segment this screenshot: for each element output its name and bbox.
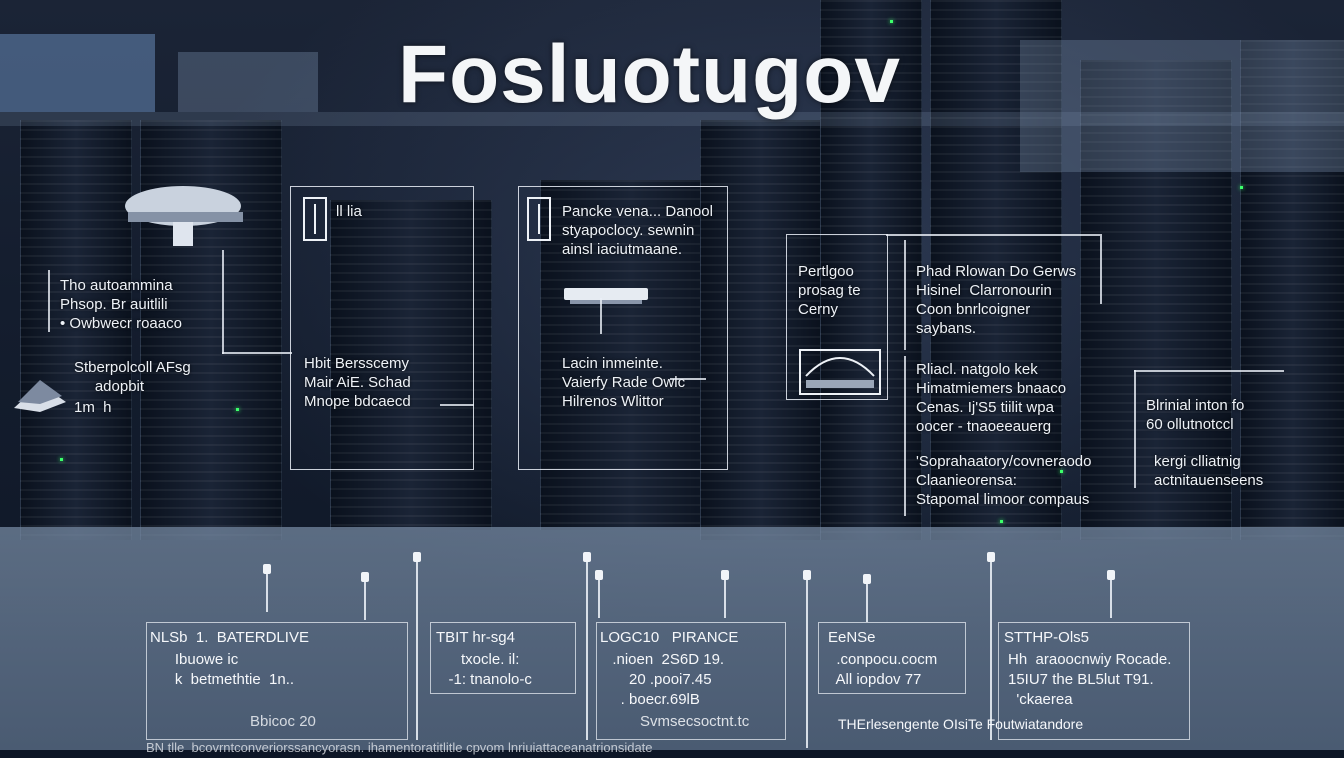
spec-card-1-body: Ibuowe ic k betmethtie 1n.. — [174, 651, 295, 688]
server-rack — [1080, 60, 1232, 540]
connector-line — [904, 356, 906, 516]
connector-pin — [721, 570, 729, 618]
server-rack — [930, 0, 1062, 540]
far-right-label-b: kergi clliatnig actnitauenseens — [1154, 453, 1264, 489]
connector-pin — [263, 564, 271, 612]
server-rack — [330, 200, 492, 530]
status-led — [1060, 470, 1063, 473]
glass-pane — [178, 52, 318, 112]
connector-line — [1134, 370, 1136, 488]
status-led — [890, 20, 893, 23]
spec-card-2 — [430, 622, 576, 694]
connector-line — [1100, 234, 1102, 304]
panel3-right-low: 'Soprahaatory/covneraodo Claanieorensa: … — [916, 453, 1092, 508]
connector-pin — [583, 552, 591, 740]
bottom-strip-text: BN tlle bcovrntconveriorssancyorasn. iha… — [146, 740, 653, 755]
connector-pin — [803, 570, 811, 748]
device-icon — [125, 186, 243, 246]
connector-pin — [595, 570, 603, 618]
bottom-band — [0, 527, 1344, 750]
spec-card-1 — [146, 622, 408, 740]
spec-card-4-head: EeNSe — [828, 629, 876, 646]
connector-line — [222, 250, 224, 354]
status-led — [1240, 186, 1243, 189]
info-panel-2 — [518, 186, 728, 470]
glass-pane — [0, 34, 155, 112]
glass-pane — [0, 112, 1344, 126]
connector-pin — [987, 552, 995, 740]
router-icon — [14, 380, 66, 412]
glass-pane — [1020, 40, 1344, 172]
server-rack — [700, 120, 822, 540]
spec-card-3 — [596, 622, 786, 740]
connector-line — [670, 378, 706, 380]
spec-card-3-body: .nioen 2S6D 19. 20 .pooi7.45 . boecr.69l… — [612, 651, 725, 708]
panel1-body: Hbit Bersscemy Mair AiE. Schad Mnope bdc… — [304, 355, 411, 410]
connector-pin — [361, 572, 369, 620]
spec-card-3-foot: Svmsecsoctnt.tc — [640, 713, 750, 730]
connector-line — [1134, 370, 1284, 372]
connector-line — [440, 404, 474, 406]
panel2-body: Lacin inmeinte. Vaierfy Rade Owlc Hilren… — [562, 355, 686, 410]
left-label-b: Stberpolcoll AFsg adopbit — [74, 359, 191, 395]
panel3-header: Pertlgoo prosag te Cerny — [798, 263, 861, 318]
connector-line — [886, 234, 1100, 236]
spec-card-4 — [818, 622, 966, 694]
connector-line — [600, 298, 602, 334]
server-rack — [1240, 40, 1344, 540]
panel3-right-top: Phad Rlowan Do Gerws Hisinel Clarronouri… — [916, 263, 1077, 337]
connector-line — [904, 240, 906, 350]
info-panel-1 — [290, 186, 474, 470]
status-led — [60, 458, 63, 461]
connector-pin — [863, 574, 871, 622]
connector-pin — [413, 552, 421, 740]
spec-card-3-head: LOGC10 PIRANCE — [600, 629, 739, 646]
server-unit-icon — [303, 197, 327, 241]
drive-icon — [564, 288, 648, 304]
left-label-c: 1m h — [74, 399, 112, 416]
connector-line — [48, 270, 50, 332]
info-panel-3 — [786, 234, 888, 400]
page-title: Fosluotugov — [398, 29, 901, 120]
spec-card-5-head: STTHP-Ols5 — [1004, 629, 1090, 646]
spec-card-2-head: TBIT hr-sg4 — [436, 629, 515, 646]
connector-pin — [1107, 570, 1115, 618]
server-rack — [540, 180, 722, 530]
server-chassis-icon — [799, 349, 881, 395]
spec-card-4-body: .conpocu.cocm All iopdov 77 — [835, 651, 938, 688]
far-right-label-a: Blrinial inton fo 60 ollutnotccl — [1146, 397, 1245, 433]
status-led — [236, 408, 239, 411]
spec-card-5 — [998, 622, 1190, 740]
panel2-header: Pancke vena... Danool styapoclocy. sewni… — [562, 203, 713, 258]
left-label-a: Tho autoammina Phsop. Br auitlili • Owbw… — [60, 277, 182, 332]
status-led — [1000, 520, 1003, 523]
server-unit-icon — [527, 197, 551, 241]
spec-card-5-foot: THErlesengente OIsiTe Foutwiatandore — [838, 716, 1084, 732]
spec-card-1-foot: Bbicoc 20 — [250, 713, 316, 730]
connector-line — [222, 352, 292, 354]
spec-card-2-body: txocle. il: -1: tnanolo-c — [448, 651, 532, 688]
server-rack — [20, 120, 132, 540]
panel3-right-mid: Rliacl. natgolo kek Himatmiemers bnaaco … — [916, 361, 1067, 435]
panel1-header: ll lia — [336, 203, 362, 220]
spec-card-5-body: Hh araoocnwiy Rocade. 15IU7 the BL5lut T… — [1008, 651, 1172, 708]
spec-card-1-head: NLSb 1. BATERDLIVE — [150, 629, 309, 646]
